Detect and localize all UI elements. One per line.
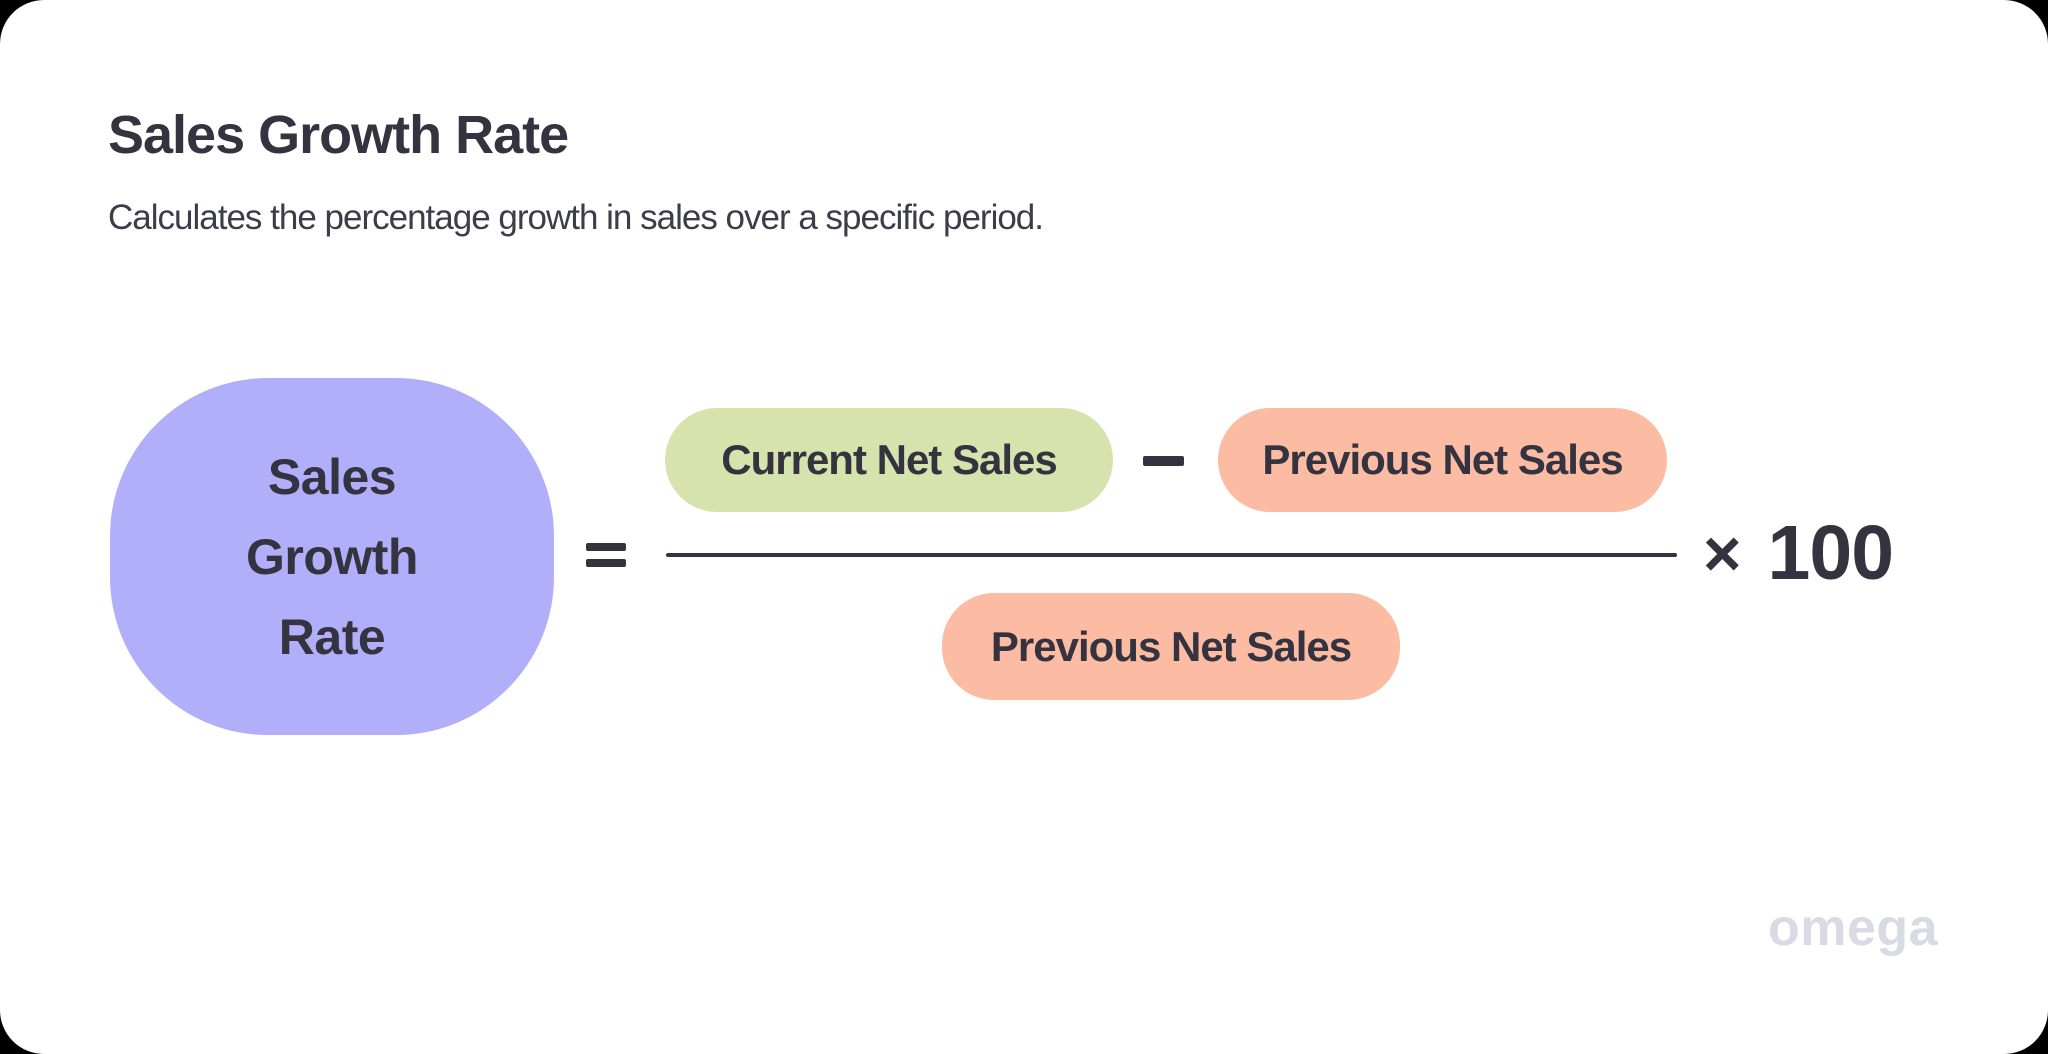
result-blob-label: Sales Growth Rate <box>246 437 418 677</box>
previous-net-sales-denominator-pill: Previous Net Sales <box>942 593 1400 700</box>
fraction-line <box>666 553 1677 557</box>
minus-sign <box>1143 456 1184 466</box>
previous-net-sales-numerator-label: Previous Net Sales <box>1262 436 1623 483</box>
equals-sign <box>586 543 626 567</box>
multiplier-group: × 100 <box>1703 503 1894 603</box>
result-line-1: Sales <box>267 448 397 505</box>
result-line-2: Growth <box>246 528 418 585</box>
equals-bar-top <box>586 543 626 551</box>
page-title: Sales Growth Rate <box>108 105 569 165</box>
current-net-sales-label: Current Net Sales <box>721 436 1057 483</box>
result-blob: Sales Growth Rate <box>110 378 554 735</box>
previous-net-sales-denominator-label: Previous Net Sales <box>990 622 1352 670</box>
omega-logo: omega <box>1768 899 1939 957</box>
page-subtitle: Calculates the percentage growth in sale… <box>108 198 1044 237</box>
current-net-sales-pill: Current Net Sales <box>665 408 1113 512</box>
multiplication-sign: × <box>1703 516 1742 590</box>
equals-bar-bottom <box>586 559 626 567</box>
result-line-3: Rate <box>278 608 386 665</box>
multiplier-value: 100 <box>1767 510 1894 596</box>
previous-net-sales-numerator-pill: Previous Net Sales <box>1218 408 1667 512</box>
